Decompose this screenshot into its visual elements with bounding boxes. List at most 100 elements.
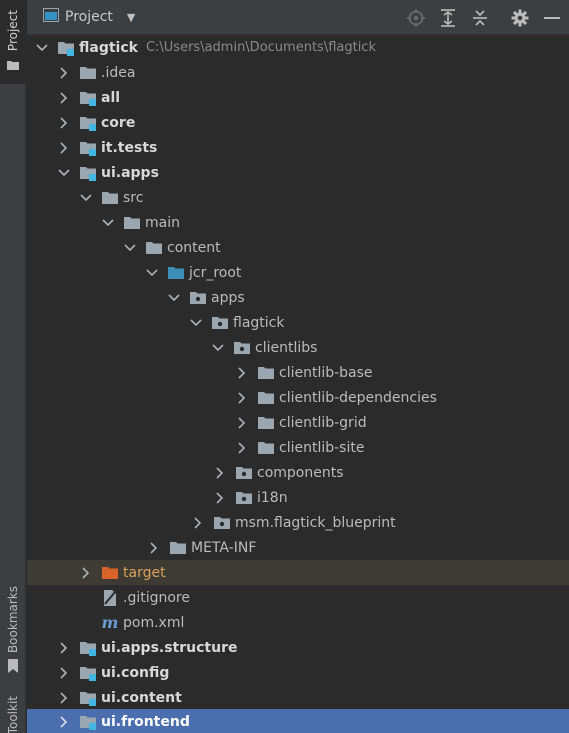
chevron-right-icon[interactable]	[57, 641, 71, 655]
toolkit-tool-tab[interactable]: Toolkit	[0, 696, 26, 733]
chevron-down-icon[interactable]	[189, 316, 203, 330]
tree-row-label: components	[257, 464, 344, 481]
folder-icon	[102, 190, 118, 206]
tree-row-clientlib-grid[interactable]: clientlib-grid	[27, 410, 569, 435]
tree-row-clientlib-site[interactable]: clientlib-site	[27, 435, 569, 460]
module-folder-icon	[80, 90, 96, 106]
chevron-down-icon[interactable]	[79, 191, 93, 205]
package-folder-icon	[234, 340, 250, 356]
chevron-down-icon: ▼	[126, 10, 136, 24]
tree-row-label: ui.content	[101, 689, 182, 706]
tree-row-idea[interactable]: .idea	[27, 60, 569, 85]
chevron-right-icon[interactable]	[57, 66, 71, 80]
chevron-right-icon[interactable]	[57, 691, 71, 705]
tree-row-label: all	[101, 89, 121, 106]
tree-row-label: clientlibs	[255, 339, 318, 356]
tree-row-target[interactable]: target	[27, 560, 569, 585]
tree-row-label: ui.apps.structure	[101, 639, 238, 656]
chevron-down-icon[interactable]	[101, 216, 115, 230]
chevron-down-icon[interactable]	[167, 291, 181, 305]
tree-row-flagtick-root[interactable]: flagtick C:\Users\admin\Documents\flagti…	[27, 35, 569, 60]
tree-row-label: main	[145, 214, 180, 231]
chevron-down-icon[interactable]	[35, 41, 49, 55]
folder-icon	[124, 215, 140, 231]
collapse-all-icon[interactable]	[467, 5, 493, 31]
tree-row-apps[interactable]: apps	[27, 285, 569, 310]
package-folder-icon	[190, 290, 206, 306]
chevron-right-icon[interactable]	[57, 666, 71, 680]
module-folder-icon	[80, 665, 96, 681]
tree-row-ui-content[interactable]: ui.content	[27, 685, 569, 710]
tree-row-content[interactable]: content	[27, 235, 569, 260]
tree-row-msm-flagtick-blueprint[interactable]: msm.flagtick_blueprint	[27, 510, 569, 535]
chevron-down-icon[interactable]	[211, 341, 225, 355]
folder-icon	[7, 59, 19, 73]
tree-row-all[interactable]: all	[27, 85, 569, 110]
tree-row-label: META-INF	[191, 539, 257, 556]
settings-icon[interactable]	[507, 5, 533, 31]
tree-row-meta-inf[interactable]: META-INF	[27, 535, 569, 560]
chevron-right-icon[interactable]	[235, 416, 249, 430]
tree-row-label: .idea	[101, 64, 136, 81]
tree-row-core[interactable]: core	[27, 110, 569, 135]
tree-row-pom-xml[interactable]: m pom.xml	[27, 610, 569, 635]
tree-row-ui-apps-structure[interactable]: ui.apps.structure	[27, 635, 569, 660]
tree-row-clientlibs[interactable]: clientlibs	[27, 335, 569, 360]
tree-row-label: core	[101, 114, 136, 131]
tree-row-main[interactable]: main	[27, 210, 569, 235]
tree-row-it-tests[interactable]: it.tests	[27, 135, 569, 160]
module-folder-icon	[80, 140, 96, 156]
tree-row-src[interactable]: src	[27, 185, 569, 210]
package-folder-icon	[214, 515, 230, 531]
tree-row-clientlib-dependencies[interactable]: clientlib-dependencies	[27, 385, 569, 410]
chevron-right-icon[interactable]	[57, 116, 71, 130]
chevron-right-icon[interactable]	[213, 466, 227, 480]
chevron-right-icon[interactable]	[57, 715, 71, 729]
chevron-down-icon[interactable]	[57, 166, 71, 180]
excluded-folder-icon	[102, 565, 118, 581]
tree-row-i18n[interactable]: i18n	[27, 485, 569, 510]
project-tool-tab[interactable]: Project	[0, 0, 26, 84]
tool-window-strip: Project Bookmarks Toolkit	[0, 0, 26, 733]
chevron-down-icon[interactable]	[123, 241, 137, 255]
project-path: C:\Users\admin\Documents\flagtick	[145, 40, 376, 55]
folder-icon	[146, 240, 162, 256]
view-selector-label: Project	[65, 9, 113, 25]
locate-icon[interactable]	[403, 5, 429, 31]
chevron-right-icon[interactable]	[213, 491, 227, 505]
chevron-right-icon[interactable]	[147, 541, 161, 555]
expand-all-icon[interactable]	[435, 5, 461, 31]
chevron-right-icon[interactable]	[79, 566, 93, 580]
chevron-right-icon[interactable]	[57, 91, 71, 105]
tree-row-ui-config[interactable]: ui.config	[27, 660, 569, 685]
module-folder-icon	[80, 714, 96, 730]
tree-row-ui-apps[interactable]: ui.apps	[27, 160, 569, 185]
module-folder-icon	[80, 690, 96, 706]
chevron-right-icon[interactable]	[191, 516, 205, 530]
project-tree[interactable]: flagtick C:\Users\admin\Documents\flagti…	[27, 35, 569, 733]
bookmarks-tool-tab[interactable]: Bookmarks	[0, 586, 26, 676]
tree-row-components[interactable]: components	[27, 460, 569, 485]
chevron-down-icon[interactable]	[145, 266, 159, 280]
tree-row-flagtick[interactable]: flagtick	[27, 310, 569, 335]
folder-icon	[170, 540, 186, 556]
folder-icon	[258, 390, 274, 406]
hide-icon[interactable]	[539, 5, 565, 31]
tree-row-clientlib-base[interactable]: clientlib-base	[27, 360, 569, 385]
toolkit-tab-label: Toolkit	[6, 696, 20, 733]
tree-row-label: apps	[211, 289, 245, 306]
folder-icon	[258, 440, 274, 456]
chevron-right-icon[interactable]	[235, 366, 249, 380]
tree-row-gitignore[interactable]: .gitignore	[27, 585, 569, 610]
chevron-right-icon[interactable]	[235, 441, 249, 455]
chevron-right-icon[interactable]	[57, 141, 71, 155]
tree-row-label: ui.config	[101, 664, 170, 681]
chevron-right-icon[interactable]	[235, 391, 249, 405]
tree-row-label: ui.frontend	[101, 713, 190, 730]
package-folder-icon	[212, 315, 228, 331]
module-folder-icon	[58, 40, 74, 56]
tree-row-jcr-root[interactable]: jcr_root	[27, 260, 569, 285]
tree-row-ui-frontend[interactable]: ui.frontend	[27, 709, 569, 733]
tree-row-label: flagtick	[79, 39, 138, 56]
view-selector[interactable]: Project ▼	[43, 8, 135, 26]
